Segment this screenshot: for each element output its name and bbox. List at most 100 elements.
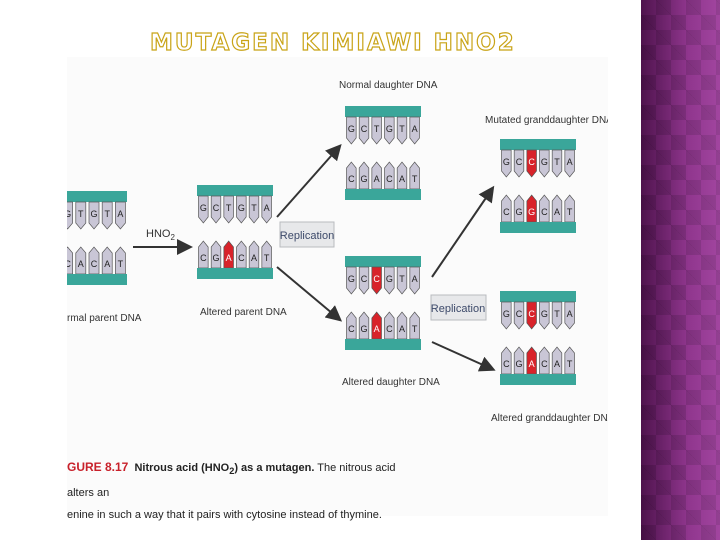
dna-base-letter: T xyxy=(118,259,124,269)
dna-backbone-top xyxy=(345,256,421,267)
dna-base-letter: G xyxy=(386,124,393,134)
arrow-to-normal-daughter xyxy=(277,147,339,217)
dna-base-letter: G xyxy=(348,124,355,134)
dna-base-letter: T xyxy=(264,253,270,263)
replication-label-1: Replication xyxy=(280,230,334,242)
dna-backbone-bottom xyxy=(345,339,421,350)
dna-base-letter: G xyxy=(360,324,367,334)
dna-base-letter: T xyxy=(567,359,573,369)
dna-base-letter: T xyxy=(399,274,405,284)
dna-backbone-bottom xyxy=(500,374,576,385)
dna-base-letter: A xyxy=(412,124,418,134)
dna-base-letter: C xyxy=(503,207,510,217)
hno2-label: HNO2 xyxy=(146,228,175,242)
dna-base-letter: G xyxy=(515,207,522,217)
figure-image: GTGTACACAT GCTGTACGACAT GCTGTACGACAT GCC… xyxy=(67,57,608,516)
dna-base-letter: A xyxy=(117,209,123,219)
dna-base-letter: C xyxy=(373,274,380,284)
dna-base-letter: A xyxy=(104,259,110,269)
dna-base-letter: G xyxy=(503,309,510,319)
dna-base-letter: A xyxy=(374,324,380,334)
dna-base-letter: G xyxy=(67,209,71,219)
dna-base-letter: T xyxy=(251,203,257,213)
dna-base-letter: G xyxy=(515,359,522,369)
dna-base-letter: C xyxy=(348,324,355,334)
dna-base-letter: A xyxy=(567,309,573,319)
altered-daughter-label: Altered daughter DNA xyxy=(342,377,440,388)
dna-base-letter: C xyxy=(503,359,510,369)
dna-base-letter: G xyxy=(348,274,355,284)
dna-base-letter: C xyxy=(541,359,548,369)
side-decoration-panel xyxy=(641,0,720,540)
dna-backbone-bottom xyxy=(345,189,421,200)
altered-parent-label: Altered parent DNA xyxy=(200,307,287,318)
dna-base-letter: C xyxy=(528,157,535,167)
dna-base-letter: T xyxy=(399,124,405,134)
dna-base-letter: T xyxy=(374,124,380,134)
caption-figure-number: GURE 8.17 xyxy=(67,460,128,474)
dna-base-letter: T xyxy=(554,309,560,319)
dna-base-letter: G xyxy=(541,157,548,167)
dna-backbone-top xyxy=(197,185,273,196)
caption-line-2: enine in such a way that it pairs with c… xyxy=(67,504,397,526)
dna-base-letter: C xyxy=(541,207,548,217)
dna-base-letter: C xyxy=(361,124,368,134)
dna-base-letter: C xyxy=(528,309,535,319)
dna-base-letter: C xyxy=(516,309,523,319)
dna-base-letter: G xyxy=(541,309,548,319)
dna-base-letter: G xyxy=(238,203,245,213)
dna-base-letter: A xyxy=(567,157,573,167)
dna-base-letter: C xyxy=(200,253,207,263)
dna-base-letter: G xyxy=(503,157,510,167)
dna-base-letter: T xyxy=(78,209,84,219)
replication-label-2: Replication xyxy=(431,303,485,315)
dna-base-letter: G xyxy=(200,203,207,213)
dna-base-letter: C xyxy=(516,157,523,167)
dna-base-letter: C xyxy=(67,259,71,269)
dna-base-letter: A xyxy=(554,359,560,369)
dna-backbone-top xyxy=(345,106,421,117)
dna-backbone-top xyxy=(500,139,576,150)
dna-base-letter: C xyxy=(238,253,245,263)
dna-base-letter: G xyxy=(90,209,97,219)
figure-caption: GURE 8.17 Nitrous acid (HNO2) as a mutag… xyxy=(67,456,397,526)
dna-base-letter: C xyxy=(386,174,393,184)
dna-base-letter: G xyxy=(212,253,219,263)
dna-base-letter: T xyxy=(226,203,232,213)
dna-backbone-top xyxy=(500,291,576,302)
arrow-to-mutated-granddaughter xyxy=(432,189,492,277)
dna-base-letter: A xyxy=(412,274,418,284)
dna-base-letter: T xyxy=(554,157,560,167)
dna-base-letter: A xyxy=(264,203,270,213)
dna-base-letter: C xyxy=(91,259,98,269)
mutagen-diagram: GTGTACACAT GCTGTACGACAT GCTGTACGACAT GCC… xyxy=(67,57,608,516)
dna-backbone-bottom xyxy=(197,268,273,279)
dna-base-letter: A xyxy=(251,253,257,263)
dna-base-letter: C xyxy=(386,324,393,334)
normal-parent-label: rmal parent DNA xyxy=(67,313,142,324)
dna-base-letter: G xyxy=(386,274,393,284)
dna-base-letter: C xyxy=(348,174,355,184)
dna-base-letter: T xyxy=(412,324,418,334)
dna-base-letter: G xyxy=(360,174,367,184)
arrow-to-altered-granddaughter xyxy=(432,342,492,369)
dna-base-letter: G xyxy=(528,207,535,217)
dna-base-letter: A xyxy=(226,253,232,263)
dna-base-letter: A xyxy=(78,259,84,269)
normal-daughter-label: Normal daughter DNA xyxy=(339,80,438,91)
dna-base-letter: C xyxy=(213,203,220,213)
caption-title: Nitrous acid (HNO2) as a mutagen. xyxy=(134,462,314,474)
dna-base-letter: A xyxy=(529,359,535,369)
dna-base-letter: A xyxy=(399,324,405,334)
dna-backbone-top xyxy=(67,191,127,202)
dna-base-letter: T xyxy=(567,207,573,217)
dna-backbone-bottom xyxy=(500,222,576,233)
dna-base-letter: A xyxy=(554,207,560,217)
dna-backbone-bottom xyxy=(67,274,127,285)
caption-line-1: GURE 8.17 Nitrous acid (HNO2) as a mutag… xyxy=(67,456,397,504)
mutated-granddaughter-label: Mutated granddaughter DNA xyxy=(485,115,608,126)
